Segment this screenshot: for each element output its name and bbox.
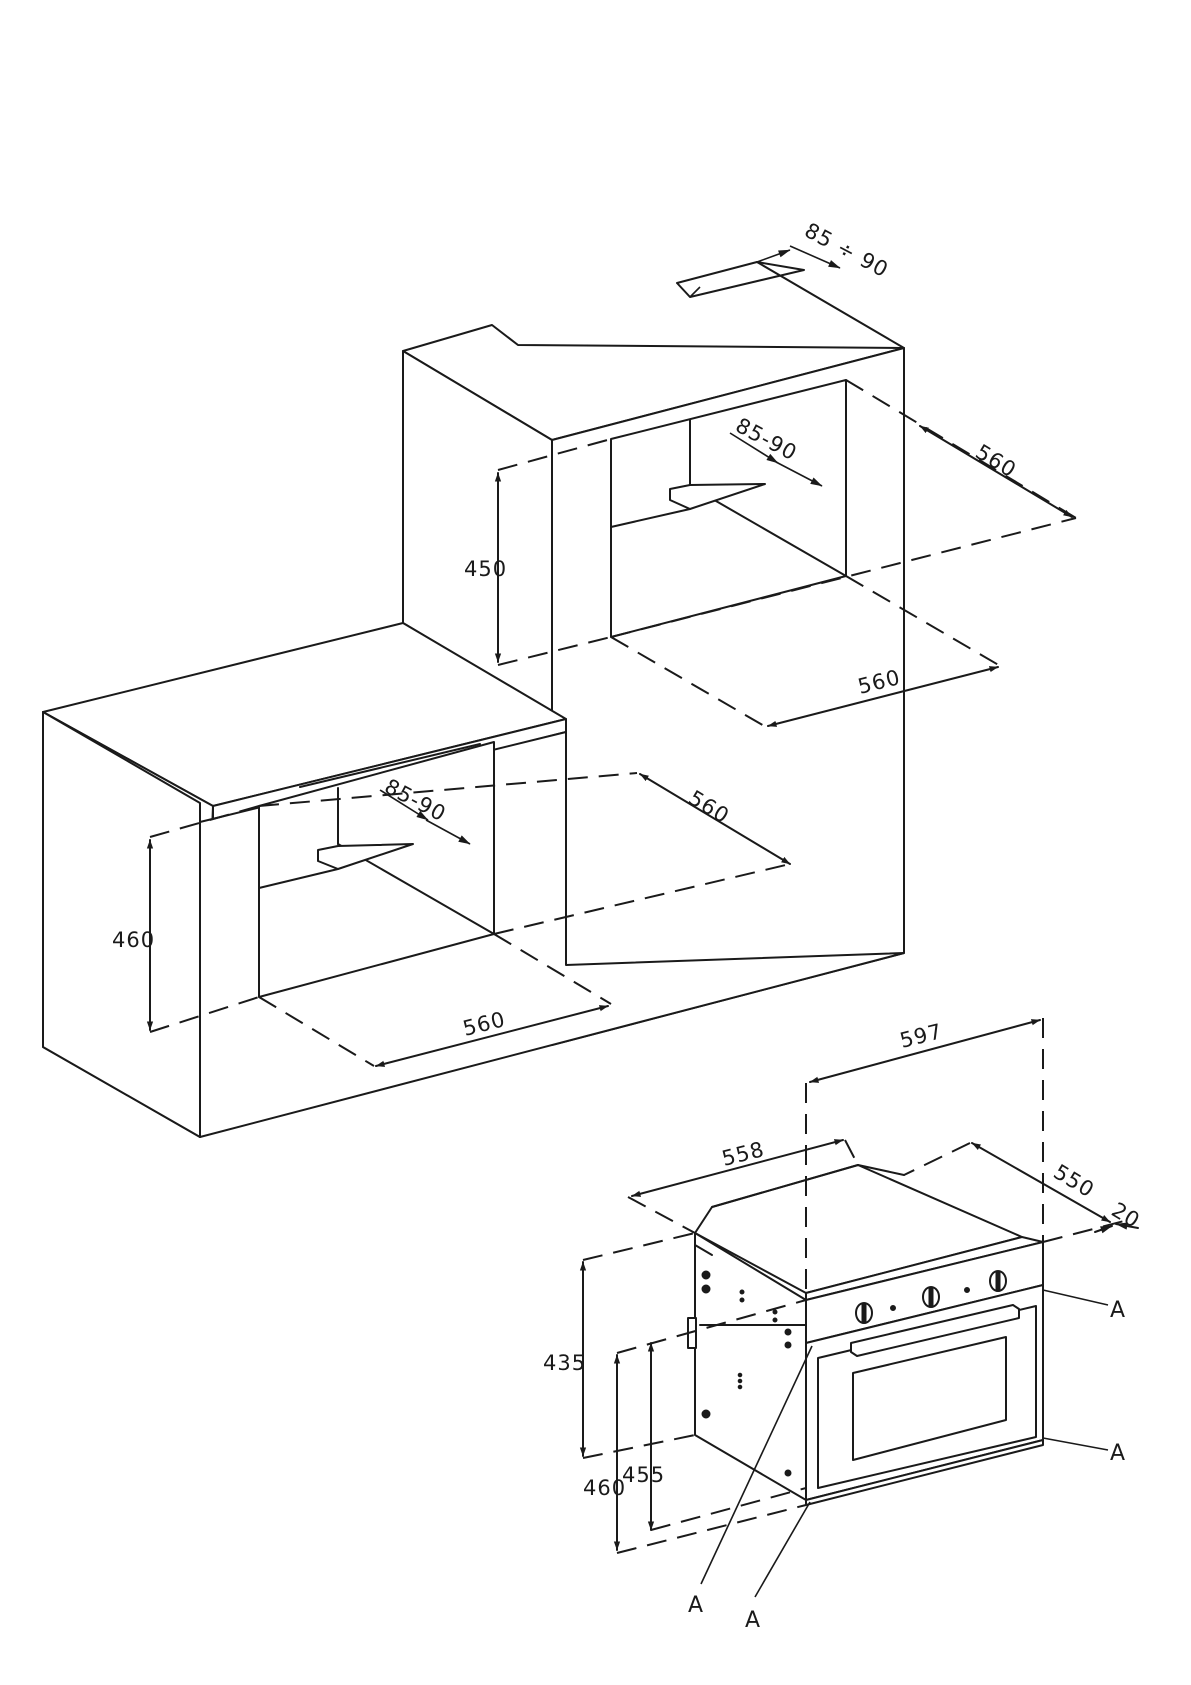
dim-oven-total-height: 460 [583, 1476, 626, 1500]
dim-lower-height: 460 [112, 928, 155, 952]
callout-a-bottom-right: A [745, 1608, 760, 1633]
dim-top-gap: 85 ÷ 90 [801, 218, 893, 282]
callout-a-bottom-left: A [688, 1593, 703, 1618]
dim-upper-depth: 560 [971, 440, 1020, 483]
oven [688, 1165, 1043, 1505]
callout-a-right-lower: A [1110, 1441, 1125, 1466]
dim-oven-cavity-height: 455 [622, 1463, 665, 1487]
dim-oven-side-depth: 550 [1049, 1160, 1098, 1203]
callout-a-right-upper: A [1110, 1298, 1125, 1323]
dim-oven-depth: 558 [719, 1137, 767, 1171]
dim-upper-height: 450 [464, 557, 507, 581]
dim-oven-body-height: 435 [543, 1351, 586, 1375]
